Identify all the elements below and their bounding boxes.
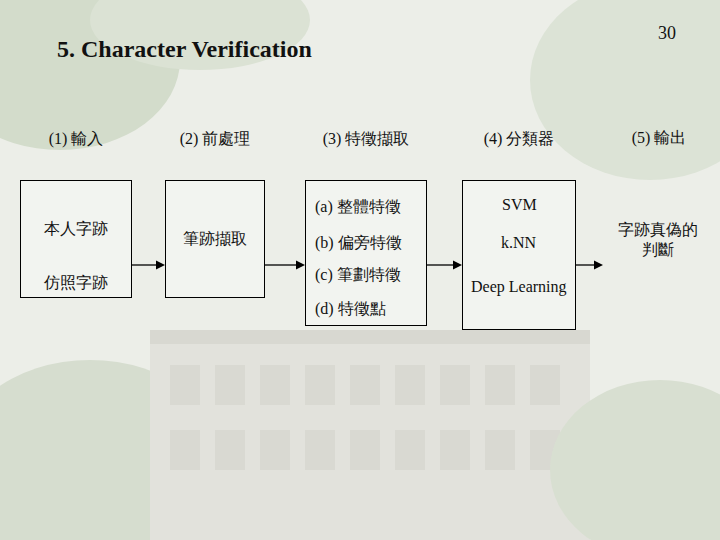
node-text: SVM bbox=[502, 195, 537, 215]
classifier-box: (4) 分類器SVMk.NNDeep Learning bbox=[462, 180, 576, 330]
building-roof bbox=[150, 330, 590, 344]
flow-arrow bbox=[265, 261, 305, 270]
input-box: (1) 輸入本人字跡仿照字跡 bbox=[20, 180, 132, 298]
arrow-line bbox=[427, 264, 454, 265]
building-windows bbox=[170, 365, 560, 470]
output-node: (5) 輸出字跡真偽的判斷 bbox=[603, 180, 715, 275]
arrow-line bbox=[576, 264, 595, 265]
node-text: k.NN bbox=[501, 233, 536, 253]
foliage bbox=[530, 0, 720, 180]
flow-arrow bbox=[132, 261, 165, 270]
node-text: 仿照字跡 bbox=[44, 273, 108, 293]
foliage bbox=[550, 380, 720, 540]
arrow-head bbox=[296, 261, 305, 270]
node-text: 本人字跡 bbox=[44, 219, 108, 239]
page-number: 30 bbox=[658, 22, 676, 44]
column-header: (4) 分類器 bbox=[484, 129, 555, 149]
arrow-head bbox=[594, 261, 603, 270]
flow-arrow bbox=[427, 261, 462, 270]
node-text: (a) 整體特徵 bbox=[315, 197, 401, 217]
node-text: (d) 特徵點 bbox=[315, 299, 386, 319]
node-text: 字跡真偽的判斷 bbox=[616, 220, 700, 260]
slide-title: 5. Character Verification bbox=[57, 34, 312, 64]
node-text: (c) 筆劃特徵 bbox=[315, 265, 401, 285]
column-header: (3) 特徵擷取 bbox=[323, 129, 410, 149]
feature-box: (3) 特徵擷取(a) 整體特徵(b) 偏旁特徵(c) 筆劃特徵(d) 特徵點 bbox=[305, 180, 427, 326]
arrow-line bbox=[265, 264, 297, 265]
arrow-head bbox=[453, 261, 462, 270]
column-header: (5) 輸出 bbox=[632, 128, 687, 148]
building bbox=[150, 340, 590, 540]
column-header: (1) 輸入 bbox=[49, 129, 104, 149]
arrow-line bbox=[132, 264, 157, 265]
column-header: (2) 前處理 bbox=[180, 129, 251, 149]
flow-arrow bbox=[576, 261, 603, 270]
node-text: (b) 偏旁特徵 bbox=[315, 233, 402, 253]
node-text: Deep Learning bbox=[471, 277, 567, 297]
arrow-head bbox=[156, 261, 165, 270]
preprocess-box: (2) 前處理筆跡擷取 bbox=[165, 180, 265, 298]
node-text: 筆跡擷取 bbox=[183, 229, 247, 249]
